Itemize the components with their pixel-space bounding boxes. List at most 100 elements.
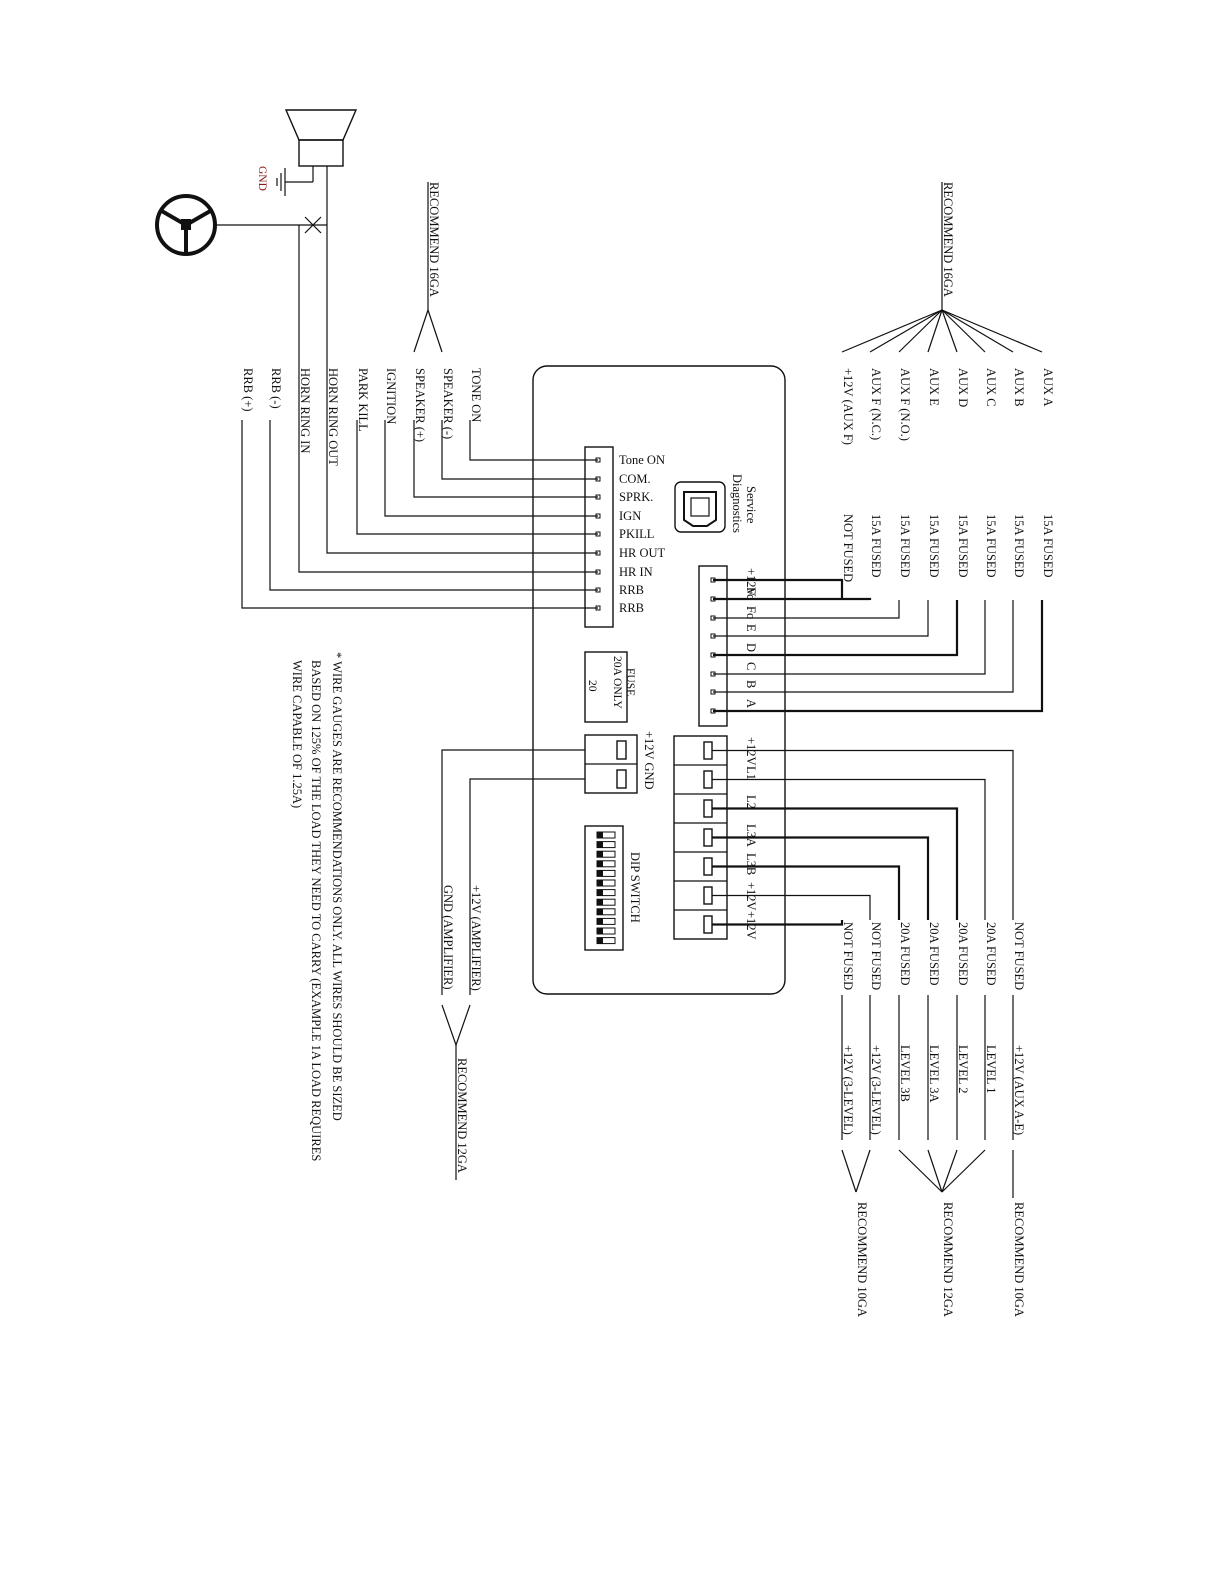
power-terminal-block (584, 734, 638, 794)
aux-pin-label: A (744, 699, 758, 708)
level-wire-label: +12V (3-LEVEL) (869, 1045, 883, 1135)
aux-fuse-label: 15A FUSED (869, 514, 883, 578)
level-wire (712, 778, 986, 920)
fuse-value: 20 (586, 680, 598, 692)
level-wire-label: LEVEL 3A (927, 1045, 941, 1103)
left-wire-label: PARK KILL (356, 368, 370, 432)
level-wire (712, 894, 871, 920)
left-connector (584, 446, 614, 628)
aux-wire-label: AUX E (927, 368, 941, 406)
aux-pin-label: +12V (744, 568, 758, 597)
aux-fan-line (941, 309, 958, 353)
level-wire-label: LEVEL 2 (956, 1045, 970, 1093)
aux-pin-label: Fo (744, 606, 758, 619)
level-pin-label: L1 (744, 766, 758, 780)
aux-fan-line (869, 309, 943, 353)
left-wire (356, 420, 598, 535)
left-wire-label: RRB (+) (241, 368, 255, 412)
left-wire (384, 420, 598, 517)
left-recommend-label: RECOMMEND 16GA (427, 182, 441, 297)
dip-toggle-knob (597, 937, 603, 944)
horn-speaker-icon (284, 109, 358, 183)
controller-body (532, 365, 786, 995)
left-pin-label: HR OUT (619, 546, 666, 560)
aux-fuse-label: 15A FUSED (898, 514, 912, 578)
left-wire-label: IGNITION (384, 368, 398, 424)
left-wire (441, 420, 598, 480)
ground-icon (276, 168, 286, 196)
aux-fuse-label: 15A FUSED (956, 514, 970, 578)
steering-wheel-icon (155, 194, 217, 256)
aux-wire-label: AUX D (956, 368, 970, 407)
level-terminal (703, 857, 713, 876)
dip-toggle-knob (597, 899, 603, 906)
dip-toggle-knob (597, 889, 603, 896)
level-terminal (703, 886, 713, 905)
level-recommend-2: RECOMMEND 10GA (855, 1202, 869, 1317)
aux-pin-label: Fc (744, 587, 758, 600)
left-wires (241, 366, 598, 609)
left-pin-label: COM. (619, 472, 651, 486)
level-pin-label: L3B (744, 853, 758, 875)
left-wire (298, 366, 598, 573)
left-wire-label: HORN RING IN (298, 368, 312, 453)
dip-toggle-knob (597, 880, 603, 886)
left-wire (413, 420, 598, 498)
level-fuse-label: 20A FUSED (956, 922, 970, 986)
dip-toggle-knob (597, 928, 603, 934)
left-pin-label: SPRK. (619, 490, 653, 504)
aux-wire-label: AUX F (N.O.) (898, 368, 912, 441)
aux-pin-label: B (744, 680, 758, 688)
fuse-label-1: FUSE (624, 668, 636, 696)
aux-fan-line (941, 309, 1014, 353)
gnd-label: GND (256, 166, 268, 191)
aux-wire (713, 600, 1044, 713)
level-fuse-label: NOT FUSED (1012, 922, 1026, 990)
aux-wire (713, 600, 986, 675)
dip-toggle-knob (597, 841, 603, 848)
level-fuse-label: NOT FUSED (841, 922, 855, 990)
aux-wire-label: AUX B (1012, 368, 1026, 407)
level-terminal (703, 915, 713, 934)
aux-wire-label: AUX A (1041, 368, 1055, 407)
aux-recommend-label: RECOMMEND 16GA (941, 182, 955, 297)
fuse-label-2: 20A ONLY (611, 656, 623, 710)
left-wire-label: SPEAKER (+) (413, 368, 427, 442)
aux-wire (713, 600, 929, 637)
left-pin-label: PKILL (619, 527, 654, 541)
level-wire-label: +12V (3-LEVEL) (841, 1045, 855, 1135)
aux-fan (841, 309, 1043, 353)
left-wire-label: SPEAKER (-) (441, 368, 455, 439)
level-fuse-label: 20A FUSED (898, 922, 912, 986)
level-fuse-label: 20A FUSED (927, 922, 941, 986)
aux-fuse-label: 15A FUSED (984, 514, 998, 578)
note-line-1: * WIRE GAUGES ARE RECOMMENDATIONS ONLY. … (330, 652, 344, 1121)
aux-fan-line (841, 309, 943, 353)
left-wire-label: TONE ON (469, 368, 483, 422)
aux-wire (713, 600, 900, 619)
left-pin-label: HR IN (619, 565, 653, 579)
dip-toggle-knob (597, 860, 603, 867)
wire-cross-icon (304, 216, 322, 234)
aux-wire-label: +12V (AUX F) (841, 368, 855, 445)
dip-switch[interactable] (584, 825, 624, 951)
note-line-3: WIRE CAPABLE OF 1.25A) (290, 660, 304, 808)
level-wire (712, 807, 959, 920)
left-pin-label: RRB (619, 601, 644, 615)
service-port-icon (674, 481, 726, 533)
level-wire-label: +12V (AUX A-E) (1012, 1045, 1026, 1135)
power-block-label: +12V GND (642, 731, 656, 790)
aux-fan-line (898, 309, 943, 353)
left-wire-label: RRB (-) (269, 368, 283, 409)
level-fuse-label: 20A FUSED (984, 922, 998, 986)
dip-toggle-knob (597, 851, 603, 858)
aux-wire (713, 600, 1014, 693)
aux-fan-line (941, 309, 1043, 353)
aux-wire (713, 597, 872, 601)
aux-fuse-label: 15A FUSED (1012, 514, 1026, 578)
left-feed-labels: TONE ON SPEAKER (-) SPEAKER (+) IGNITION PAR… (241, 368, 483, 466)
